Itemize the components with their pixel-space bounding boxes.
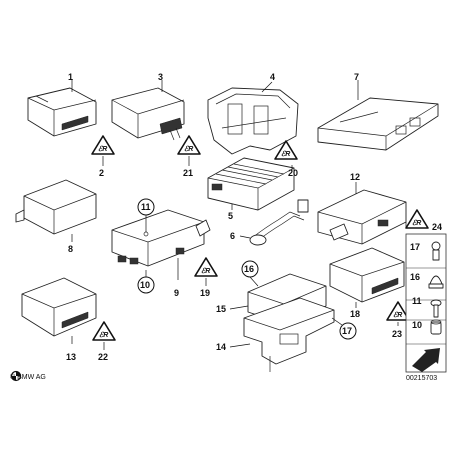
cap-16-icon [428,275,444,289]
part-18-module [329,247,405,303]
part-4-bracket [207,87,299,155]
callout-6: 6 [230,231,235,241]
copyright-text: © BMW AG [10,373,46,381]
callout-8: 8 [68,244,73,254]
warning-triangle-icon [177,135,201,155]
callout-22: 22 [98,352,108,362]
leader-6 [239,235,251,239]
part-3-module [111,87,185,141]
screw-11-icon [430,299,442,318]
key-label-10: 10 [412,320,422,330]
part-6-connector [249,199,309,246]
callout-15: 15 [216,304,226,314]
warning-triangle-icon [92,321,116,341]
clip-17-icon [431,241,441,261]
part-14-bracket [243,297,335,372]
warning-triangle-icon [194,257,218,277]
key-label-16: 16 [410,272,420,282]
callout-9: 9 [174,288,179,298]
callout-2: 2 [99,168,104,178]
callout-1: 1 [68,72,73,82]
callout-20: 20 [288,168,298,178]
callout-10: 10 [140,280,150,290]
callout-14: 14 [216,342,226,352]
callout-16: 16 [244,264,254,274]
nut-10-icon [430,319,442,335]
leader-14 [229,343,251,348]
callout-7: 7 [354,72,359,82]
warning-triangle-icon [91,135,115,155]
key-label-11: 11 [412,296,422,306]
callout-12: 12 [350,172,360,182]
part-5-module [207,157,295,211]
leader-16 [249,276,259,287]
leader-15 [229,305,249,310]
callout-21: 21 [183,168,193,178]
arrow-icon [412,348,440,372]
bmw-logo-icon [10,370,22,382]
callout-3: 3 [158,72,163,82]
callout-circle-17 [339,322,357,340]
callout-17: 17 [342,326,352,336]
part-9-module [111,209,211,267]
callout-circle-11 [137,198,155,216]
warning-triangle-icon [405,209,429,229]
diagram-number: 00215703 [406,375,437,382]
part-13-module [21,277,97,337]
key-label-17: 17 [410,242,420,252]
callout-19: 19 [200,288,210,298]
leader-4 [261,81,273,93]
callout-11: 11 [141,202,151,212]
part-12-module [317,189,407,245]
leader-17 [331,317,343,326]
part-8-module [15,179,97,235]
callout-18: 18 [350,309,360,319]
callout-13: 13 [66,352,76,362]
part-7-module [317,97,439,151]
callout-24: 24 [432,222,442,232]
part-1-module [27,87,97,137]
callout-circle-10 [137,276,155,294]
callout-4: 4 [270,72,275,82]
callout-23: 23 [392,329,402,339]
callout-5: 5 [228,211,233,221]
